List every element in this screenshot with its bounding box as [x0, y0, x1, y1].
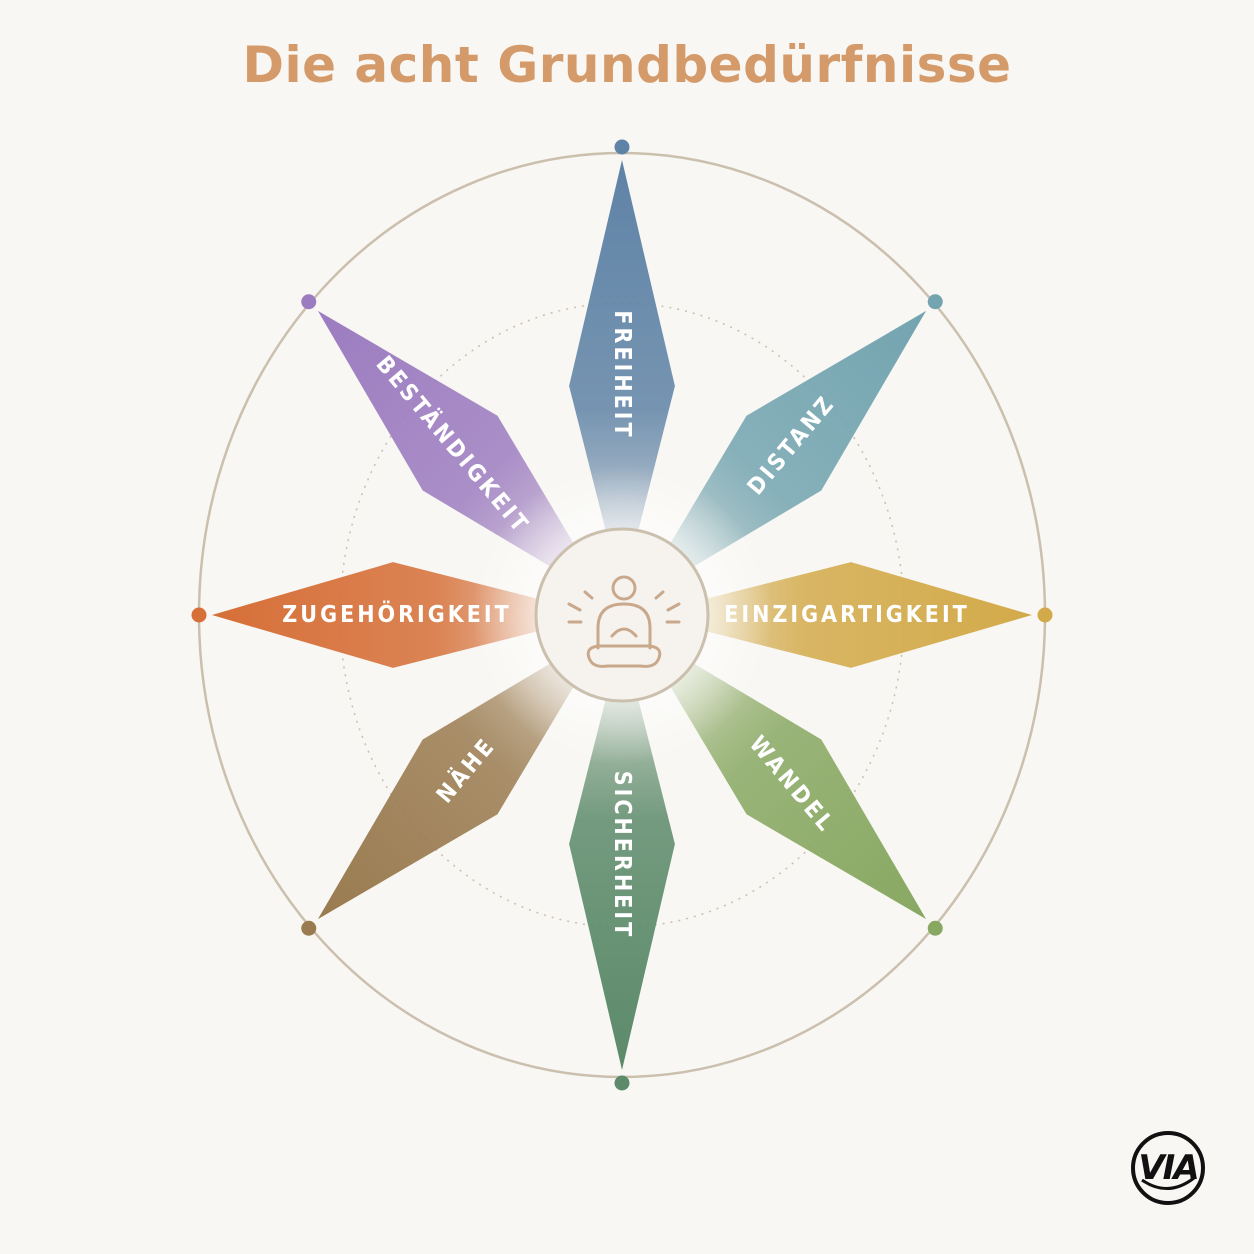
page-title: Die acht Grundbedürfnisse [242, 36, 1012, 94]
dot-wandel [927, 920, 943, 936]
via-logo: VIA [1128, 1128, 1208, 1208]
label-sicherheit: SICHERHEIT [609, 771, 635, 939]
dot-distanz [927, 294, 943, 310]
dot-sicherheit [614, 1075, 630, 1091]
dot-einzigartigkeit [1037, 607, 1053, 623]
label-zugehoerigkeit: ZUGEHÖRIGKEIT [282, 600, 511, 628]
petal-einzigartigkeit [642, 562, 1032, 668]
dot-naehe [301, 920, 317, 936]
center-medallion [534, 527, 710, 703]
dot-zugehoerigkeit [191, 607, 207, 623]
label-freiheit: FREIHEIT [609, 310, 635, 439]
dot-bestaendigkeit [301, 294, 317, 310]
logo-text: VIA [1138, 1148, 1199, 1188]
meditation-person-icon [567, 575, 681, 668]
petal-zugehoerigkeit [212, 562, 602, 668]
dot-freiheit [614, 139, 630, 155]
